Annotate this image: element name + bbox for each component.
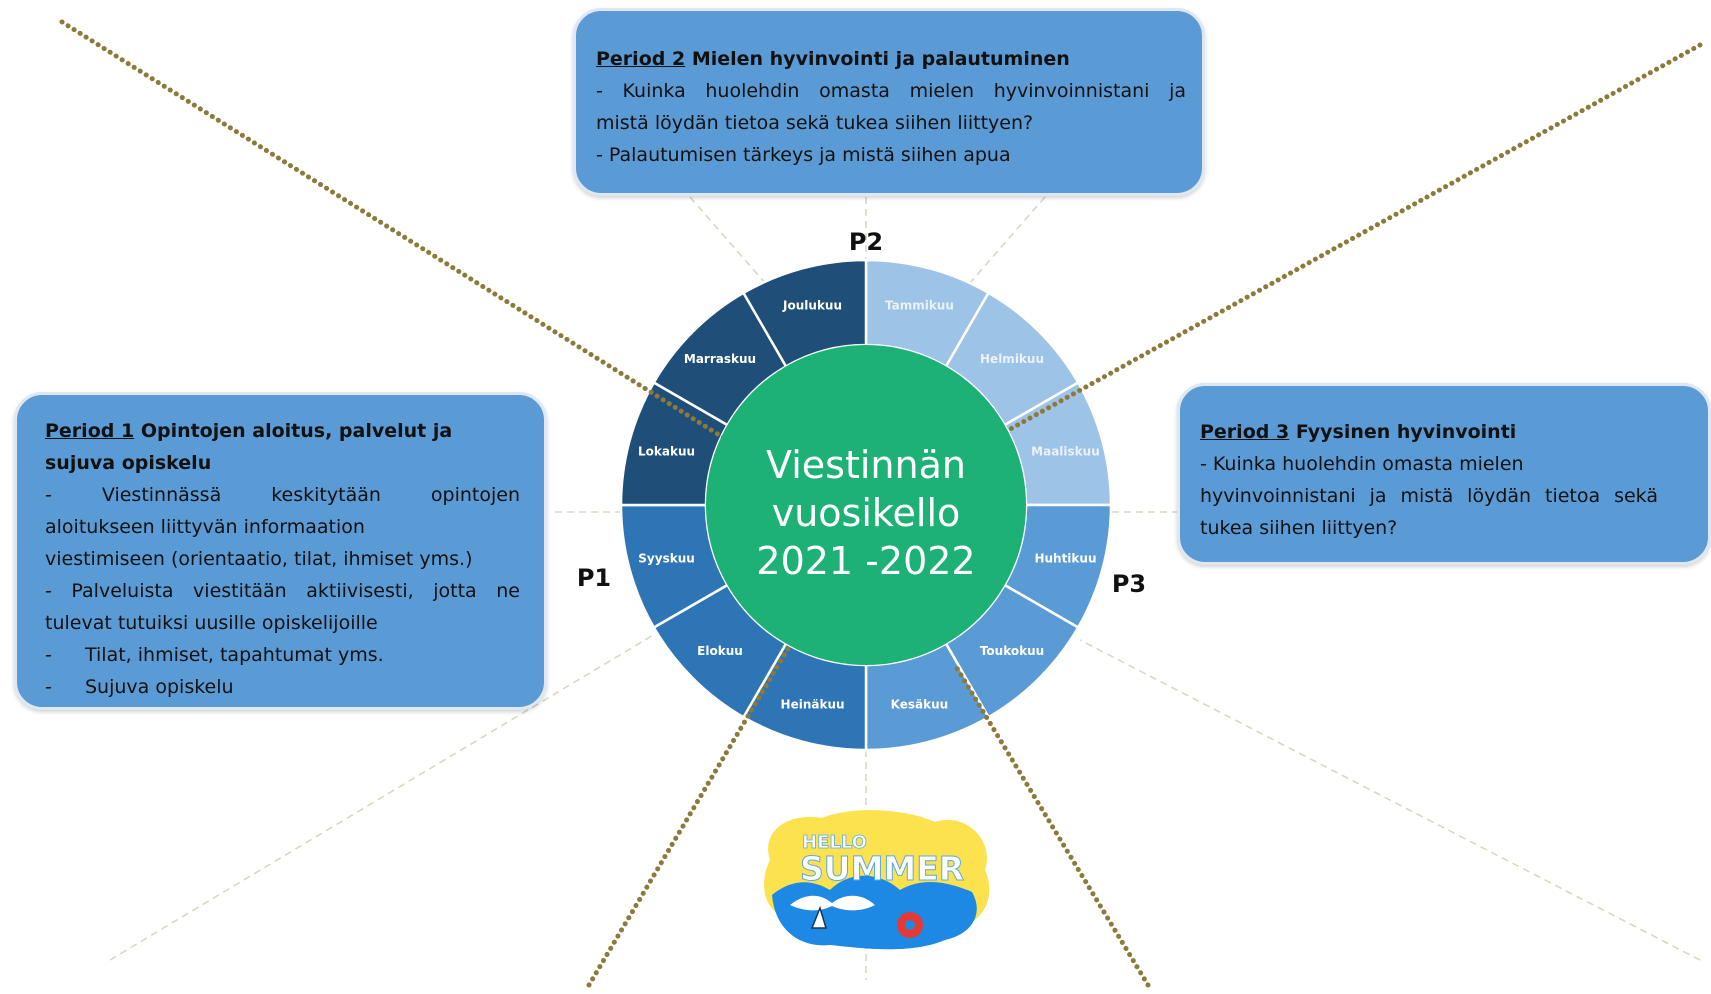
hello-summer-badge: HELLO SUMMER	[764, 810, 990, 950]
period-1-text-line: viestimiseen (orientaatio, tilat, ihmise…	[45, 548, 473, 570]
period-3-title-line: Period 3 Fyysinen hyvinvointi	[1200, 416, 1698, 448]
center-title-line-1: Viestinnän	[766, 443, 966, 487]
period-2-title: Mielen hyvinvointi ja palautuminen	[691, 48, 1070, 70]
summer-sailboat-icon	[810, 905, 828, 929]
summer-sea-shape	[772, 875, 977, 950]
center-title-line-2: vuosikello	[772, 491, 961, 535]
wheel-center: Viestinnän vuosikello 2021 -2022	[706, 345, 1026, 665]
dotted-line	[59, 19, 738, 448]
period-2-title-line: Period 2 Mielen hyvinvointi ja palautumi…	[596, 43, 1184, 75]
month-label: Toukokuu	[980, 644, 1044, 658]
period-2-text-line: mistä löydän tietoa sekä tukea siihen li…	[596, 112, 1034, 134]
period-2-box: Period 2 Mielen hyvinvointi ja palautumi…	[573, 8, 1205, 196]
guide-line	[1079, 639, 1701, 961]
center-title-line-3: 2021 -2022	[756, 539, 975, 583]
bullet-text: Sujuva opiskelu	[85, 676, 234, 698]
month-label: Heinäkuu	[781, 697, 845, 711]
period-3-text-line: - Kuinka huolehdin omasta mielen	[1200, 453, 1524, 475]
period-2-text-line: - Palautumisen tärkeys ja mistä siihen a…	[596, 144, 1011, 166]
month-label: Joulukuu	[782, 299, 842, 313]
month-label: Tammikuu	[885, 299, 954, 313]
dotted-connector-lines	[59, 19, 1703, 988]
month-label: Maaliskuu	[1031, 445, 1100, 459]
period-3-label: Period 3	[1200, 421, 1290, 443]
period-1-box: Period 1 Opintojen aloitus, palvelut ja …	[14, 392, 547, 710]
month-label: Elokuu	[697, 644, 743, 658]
period-3-box: Period 3 Fyysinen hyvinvointi - Kuinka h…	[1177, 383, 1711, 565]
month-label: Lokakuu	[638, 445, 695, 459]
period-3-text-line: tukea siihen liittyen?	[1200, 517, 1398, 539]
period-2-label: Period 2	[596, 48, 686, 70]
period-2-text-line: - Kuinka huolehdin omasta mielen hyvinvo…	[596, 80, 1186, 102]
period-1-title-line-2: sujuva opiskelu	[45, 452, 212, 474]
period-3-text-line: hyvinvoinnistani ja mistä löydän tietoa …	[1200, 485, 1658, 507]
month-label: Marraskuu	[684, 352, 756, 366]
guide-line	[109, 624, 671, 961]
center-circle	[706, 345, 1026, 665]
summer-hello-text: HELLO	[802, 832, 867, 853]
period-label-p3: P3	[1112, 570, 1146, 598]
dotted-line	[952, 662, 1151, 988]
period-label-p2: P2	[849, 228, 883, 256]
dotted-line	[1002, 42, 1703, 435]
period-1-title-line: Period 1 Opintojen aloitus, palvelut ja	[45, 415, 528, 447]
period-3-title: Fyysinen hyvinvointi	[1295, 421, 1517, 443]
period-label-p1: P1	[577, 564, 611, 592]
month-label: Kesäkuu	[891, 697, 949, 711]
period-1-text-line: - Viestinnässä keskitytään opintojen	[45, 484, 520, 506]
month-label: Huhtikuu	[1034, 551, 1096, 565]
bullet-marker: -	[45, 676, 52, 698]
bullet-text: Tilat, ihmiset, tapahtumat yms.	[85, 644, 384, 666]
period-1-text-line: tulevat tutuiksi uusille opiskelijoille	[45, 612, 378, 634]
period-1-bullet: - Tilat, ihmiset, tapahtumat yms.	[45, 639, 528, 671]
period-1-text-line: aloitukseen liittyvän informaation	[45, 516, 365, 538]
period-1-bullet: - Sujuva opiskelu	[45, 671, 528, 703]
summer-summer-text: SUMMER	[800, 849, 964, 888]
period-1-text-line: - Palveluista viestitään aktiivisesti, j…	[45, 580, 520, 602]
summer-float-ring-hole	[905, 920, 915, 930]
period-1-label: Period 1	[45, 420, 135, 442]
bullet-marker: -	[45, 644, 52, 666]
month-label: Syyskuu	[638, 551, 695, 565]
month-label: Helmikuu	[980, 352, 1044, 366]
summer-wave-icon	[790, 895, 875, 911]
dotted-line	[586, 637, 796, 988]
period-1-title: Opintojen aloitus, palvelut ja	[140, 420, 453, 442]
